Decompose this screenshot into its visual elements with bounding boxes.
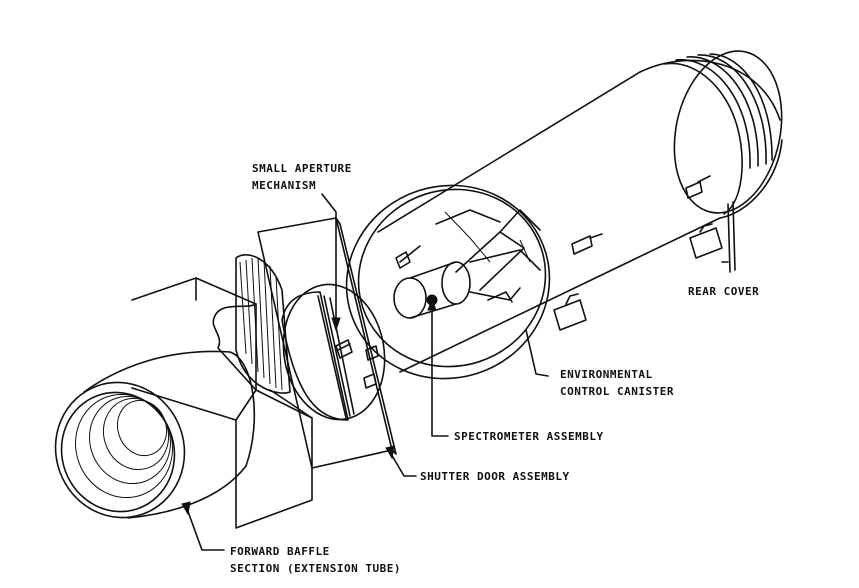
shutter-door-assembly xyxy=(257,217,397,469)
small-aperture-label-line2: MECHANISM xyxy=(252,179,316,192)
forward-baffle-label-line1: FORWARD BAFFLE xyxy=(230,545,330,558)
forward-baffle-label-line2: SECTION (EXTENSION TUBE) xyxy=(230,562,401,575)
small-aperture-mechanism xyxy=(235,254,355,421)
canister-open-end xyxy=(345,184,551,380)
spectrometer-assembly xyxy=(393,209,541,319)
shutter-door-label: SHUTTER DOOR ASSEMBLY xyxy=(420,470,570,483)
small-aperture-label-line1: SMALL APERTURE xyxy=(252,162,352,175)
environmental-label-line2: CONTROL CANISTER xyxy=(560,385,674,398)
spectrometer-label: SPECTROMETER ASSEMBLY xyxy=(454,430,604,443)
leader-lines xyxy=(181,193,729,551)
forward-baffle-section xyxy=(54,277,313,529)
rear-cover-label: REAR COVER xyxy=(688,285,759,298)
environmental-label-line1: ENVIRONMENTAL xyxy=(560,368,653,381)
environmental-control-canister xyxy=(377,50,783,373)
